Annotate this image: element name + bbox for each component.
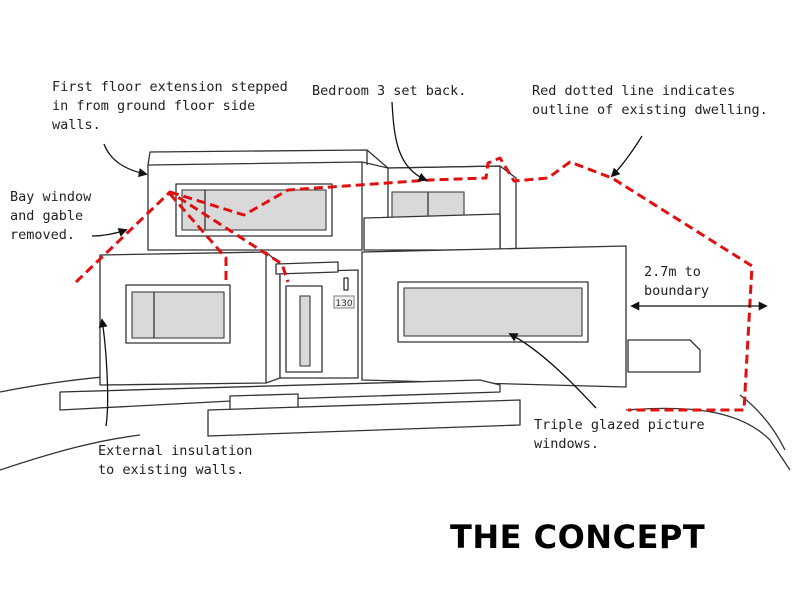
existing-outline-bay <box>170 194 226 280</box>
annotation-windows: Triple glazed picture windows. <box>534 417 705 452</box>
entrance-canopy <box>276 262 338 274</box>
annotation-red-line: Red dotted line indicates outline of exi… <box>532 83 768 118</box>
step-2 <box>208 400 520 436</box>
arrow-insulation <box>98 318 108 426</box>
side-step <box>628 340 700 372</box>
arrow-first-floor <box>104 144 148 178</box>
annotation-bay-window: Bay window and gable removed. <box>10 189 92 243</box>
picture-window-glass <box>404 288 582 336</box>
arrow-bay-window <box>92 227 128 236</box>
existing-outline <box>76 192 288 282</box>
ground-slope-right <box>626 408 790 470</box>
left-window-glass <box>132 292 224 338</box>
door-glass <box>300 296 310 366</box>
annotation-boundary: 2.7m to boundary <box>644 264 710 299</box>
arrow-bedroom <box>392 102 428 182</box>
door-light <box>344 278 348 290</box>
annotation-bedroom: Bedroom 3 set back. <box>312 83 467 99</box>
balcony <box>364 214 500 250</box>
arrow-windows <box>508 333 596 408</box>
page-title: THE CONCEPT <box>450 518 706 556</box>
ground-line-far <box>0 435 140 470</box>
house-number: 130 <box>335 299 352 309</box>
annotation-insulation: External insulation to existing walls. <box>98 443 253 478</box>
existing-outline-gable <box>170 158 752 410</box>
ground-slope-right-2 <box>740 395 785 450</box>
arrow-red-line <box>610 136 642 178</box>
house-number-plate <box>334 296 354 308</box>
annotation-first-floor: First floor extension stepped in from gr… <box>52 79 288 133</box>
